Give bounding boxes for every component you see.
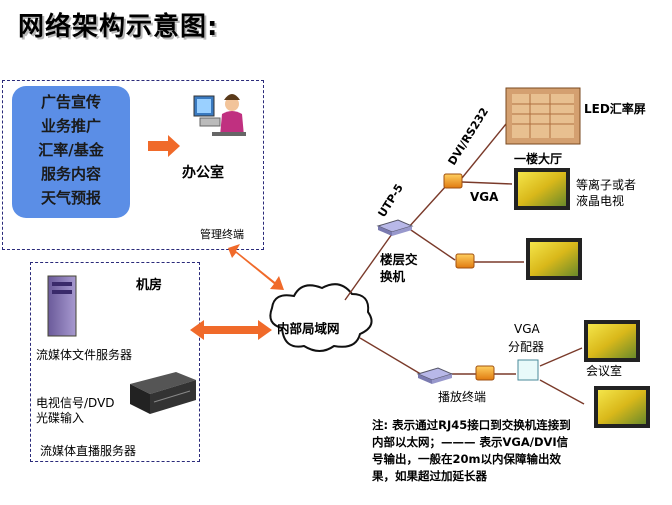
office-worker-icon	[193, 94, 246, 136]
server-room-region	[30, 262, 200, 462]
tv-input-label: 电视信号/DVD	[36, 396, 115, 410]
meeting-tv-icon	[594, 386, 650, 428]
player-terminal-icon	[455, 253, 475, 269]
dvi-label: DVI/RS232	[446, 105, 492, 167]
vga-splitter-icon	[517, 359, 539, 381]
content-item: 汇率/基金	[38, 141, 104, 159]
utp-label: UTP-5	[376, 182, 406, 220]
player-switch-icon	[416, 367, 454, 384]
office-lan-arrow	[228, 244, 284, 290]
file-server-label: 流媒体文件服务器	[36, 348, 133, 362]
switch-label: 楼层交	[380, 252, 418, 267]
vga-splitter-label-2: 分配器	[508, 340, 545, 354]
server-room-label: 机房	[136, 278, 163, 293]
vga-label: VGA	[470, 190, 499, 204]
content-item: 业务推广	[40, 117, 101, 135]
tv-input-label-2: 光碟输入	[36, 411, 85, 425]
content-item: 天气预报	[40, 189, 101, 207]
server-lan-arrow	[190, 320, 272, 340]
terminal-label: 管理终端	[200, 228, 244, 241]
plasma-tv-icon	[526, 238, 582, 280]
lan-cloud	[269, 283, 373, 352]
office-arrow	[148, 135, 180, 157]
vga-splitter-label: VGA	[514, 322, 540, 336]
floor-switch-icon	[376, 219, 414, 236]
live-server-icon	[130, 372, 196, 414]
note-text: 表示通过RJ45接口到交换机连接到内部以太网；——— 表示VGA/DVI信号输出…	[372, 418, 571, 483]
lobby-label: 一楼大厅	[514, 152, 563, 166]
led-screen-icon	[505, 87, 581, 145]
meeting-tv-icon	[584, 320, 640, 362]
led-screen-label: LED汇率屏	[584, 102, 646, 116]
player-terminal-label: 播放终端	[438, 390, 487, 404]
office-label: 办公室	[182, 165, 224, 181]
note-label: 注:	[372, 418, 389, 432]
file-server-icon	[47, 275, 77, 337]
lan-label: 内部局域网	[277, 321, 340, 336]
content-item: 广告宣传	[40, 93, 101, 111]
office-region	[2, 80, 264, 250]
player-terminal-icon	[475, 365, 495, 381]
content-list-box: 广告宣传 业务推广 汇率/基金 服务内容 天气预报	[12, 86, 130, 218]
switch-label-2: 换机	[380, 269, 406, 284]
page-title: 网络架构示意图:	[18, 12, 219, 42]
plasma-label: 等离子或者	[576, 178, 637, 192]
player-terminal-icon	[443, 173, 463, 189]
legend-note: 注: 表示通过RJ45接口到交换机连接到内部以太网；——— 表示VGA/DVI信…	[372, 417, 572, 485]
meeting-room-label: 会议室	[586, 364, 623, 378]
content-item: 服务内容	[40, 165, 101, 183]
live-server-label: 流媒体直播服务器	[40, 444, 137, 458]
plasma-label-2: 液晶电视	[576, 194, 625, 208]
connection-lines	[344, 123, 585, 405]
plasma-tv-icon	[514, 168, 570, 210]
